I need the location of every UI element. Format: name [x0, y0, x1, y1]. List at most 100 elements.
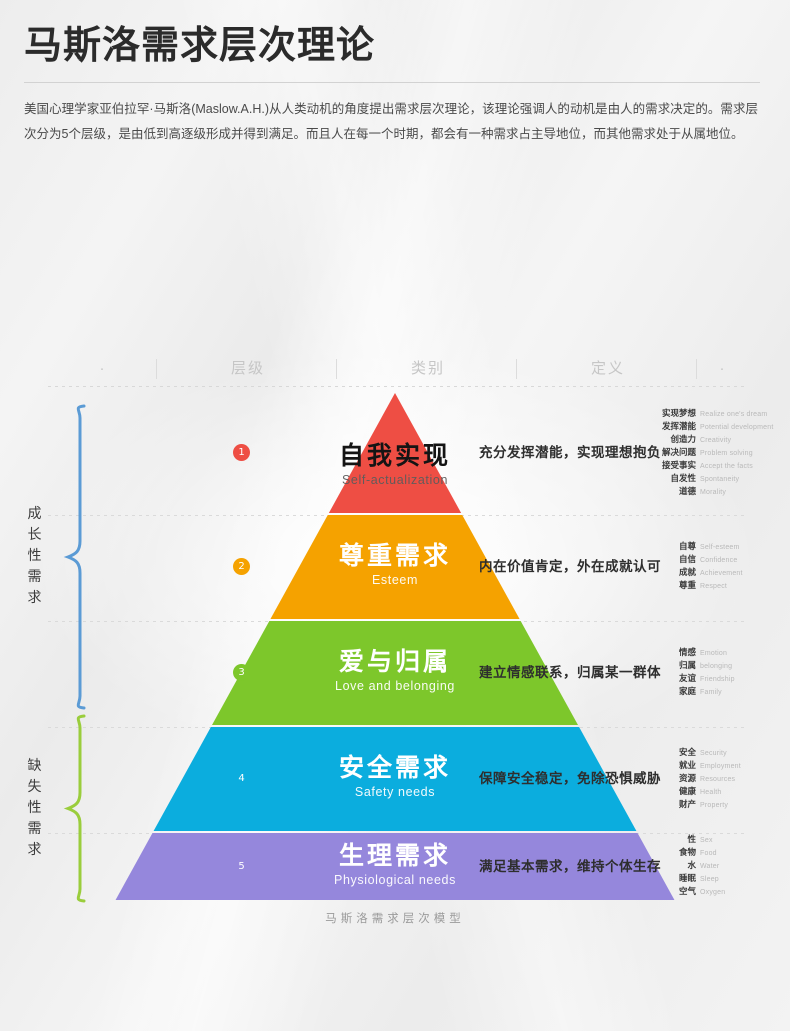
keyword-row: 资源 Resources: [662, 773, 788, 786]
tier-shape-2: [270, 515, 520, 619]
keyword-en: Morality: [700, 488, 727, 496]
keyword-row: 创造力 Creativity: [662, 434, 788, 447]
tier-shape-1: [328, 393, 462, 513]
keyword-zh: 财产: [678, 799, 696, 810]
keyword-en: Oxygen: [700, 889, 726, 896]
column-separator-0: [156, 359, 157, 379]
keyword-zh: 创造力: [670, 434, 696, 445]
title-divider: [24, 82, 760, 83]
tier-definition-3: 建立情感联系，归属某一群体: [479, 665, 661, 681]
keyword-en: Employment: [700, 762, 741, 770]
column-separator-2: [516, 359, 517, 379]
column-header-def: 定义: [590, 360, 625, 377]
column-header-num: ·: [99, 360, 107, 377]
header: 马斯洛需求层次理论 美国心理学家亚伯拉罕·马斯洛(Maslow.A.H.)从人类…: [24, 18, 766, 147]
column-separator-3: [696, 359, 697, 379]
tier-badge-3: 3: [233, 664, 250, 681]
keyword-row: 情感 Emotion: [662, 647, 788, 660]
keyword-row: 食物 Food: [662, 847, 788, 860]
tier-definition-5: 满足基本需求，维持个体生存: [479, 858, 661, 875]
keyword-zh: 安全: [678, 747, 696, 758]
tier-badge-2: 2: [233, 558, 250, 575]
diagram-caption: 马斯洛需求层次模型: [325, 911, 465, 925]
keyword-en: Family: [700, 689, 722, 696]
keyword-row: 安全 Security: [662, 747, 788, 760]
keyword-zh: 成就: [678, 568, 696, 578]
keyword-row: 归属 belonging: [662, 660, 788, 673]
keyword-zh: 归属: [678, 661, 696, 671]
keyword-zh: 实现梦想: [662, 408, 697, 419]
keyword-row: 自尊 Self-esteem: [662, 541, 788, 554]
tier-definition-1: 充分发挥潜能，实现理想抱负: [479, 445, 661, 461]
keyword-en: Accept the facts: [700, 462, 754, 470]
keyword-row: 性 Sex: [662, 834, 788, 847]
tier-definition-4: 保障安全稳定，免除恐惧威胁: [479, 771, 661, 787]
keyword-en: Resources: [700, 775, 736, 783]
keyword-en: Sex: [700, 837, 713, 844]
keyword-zh: 发挥潜能: [662, 421, 697, 432]
keyword-zh: 资源: [678, 773, 696, 784]
keyword-zh: 空气: [678, 887, 696, 897]
keyword-zh: 道德: [678, 486, 696, 497]
keyword-en: Friendship: [700, 676, 735, 683]
keyword-en: belonging: [700, 663, 733, 670]
keyword-en: Sleep: [700, 876, 719, 883]
column-separator-1: [336, 359, 337, 379]
column-header-divider: [48, 386, 748, 387]
keyword-zh: 水: [687, 861, 696, 871]
keyword-zh: 情感: [678, 648, 696, 658]
keyword-en: Realize one's dream: [700, 410, 768, 418]
keyword-en: Achievement: [700, 570, 743, 577]
keyword-en: Creativity: [700, 436, 732, 444]
tier-definition-2: 内在价值肯定，外在成就认可: [479, 559, 661, 575]
keyword-zh: 接受事实: [662, 460, 697, 471]
keyword-zh: 性: [687, 835, 696, 845]
keyword-zh: 自尊: [678, 542, 696, 552]
keyword-zh: 就业: [678, 760, 696, 771]
keyword-zh: 食物: [678, 848, 696, 858]
keyword-row: 自发性 Spontaneity: [662, 473, 788, 486]
group-brace-1: [63, 714, 86, 903]
keyword-en: Security: [700, 749, 727, 757]
keyword-en: Spontaneity: [700, 475, 740, 483]
keyword-zh: 自信: [678, 555, 696, 565]
keyword-row: 自信 Confidence: [662, 554, 788, 567]
group-brace-0: [63, 404, 86, 710]
tier-badge-4: 4: [233, 770, 250, 787]
column-header-row: ·层级类别定义·: [48, 352, 748, 386]
keyword-row: 空气 Oxygen: [662, 886, 788, 899]
tier-badge-5: 5: [233, 857, 250, 875]
keyword-en: Emotion: [700, 650, 728, 657]
group-label-1: 缺失性需求: [27, 757, 43, 858]
keyword-en: Confidence: [700, 557, 738, 564]
keyword-zh: 自发性: [670, 473, 696, 484]
keyword-en: Water: [700, 863, 720, 870]
keyword-en: Potential development: [700, 423, 774, 431]
keyword-en: Self-esteem: [700, 544, 740, 551]
keyword-zh: 尊重: [678, 581, 696, 591]
tier-keywords-2: 自尊 Self-esteem 自信 Confidence 成就 Achievement 尊重…: [662, 541, 788, 593]
keyword-zh: 健康: [678, 786, 696, 797]
tier-shape-5: [115, 833, 675, 900]
keyword-row: 成就 Achievement: [662, 567, 788, 580]
keyword-en: Food: [700, 850, 717, 857]
keyword-zh: 友谊: [678, 674, 696, 684]
column-header-type: 类别: [410, 360, 445, 377]
group-label-0: 成长性需求: [27, 506, 43, 606]
keyword-en: Problem solving: [700, 449, 753, 457]
intro-paragraph: 美国心理学家亚伯拉罕·马斯洛(Maslow.A.H.)从人类动机的角度提出需求层…: [24, 102, 758, 141]
tier-badge-1: 1: [233, 444, 250, 461]
keyword-row: 水 Water: [662, 860, 788, 873]
